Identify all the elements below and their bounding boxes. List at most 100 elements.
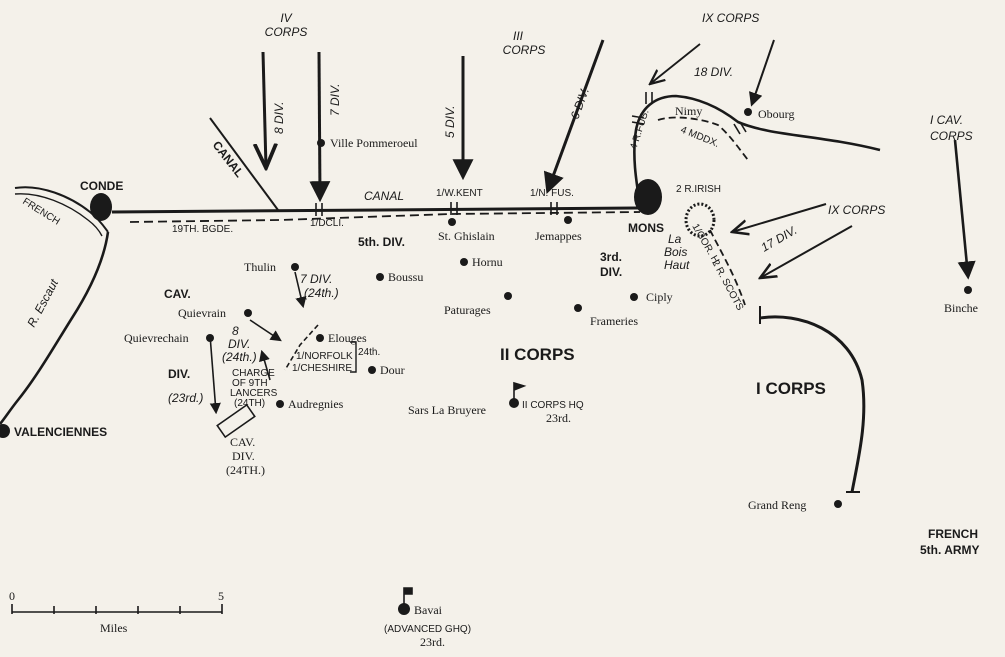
arrow-ix-right xyxy=(732,203,827,232)
label-r-escaut: R. Escaut xyxy=(24,276,61,329)
canal-west xyxy=(209,117,279,211)
label-nimy: Nimy xyxy=(675,104,702,118)
scale-zero: 0 xyxy=(9,589,15,603)
label-8div-24-a: 8 xyxy=(232,324,239,338)
label-div17: 17 DIV. xyxy=(759,223,800,255)
label-obourg: Obourg xyxy=(758,107,794,121)
label-ii-corps: II CORPS xyxy=(500,345,575,364)
label-bavai: Bavai xyxy=(414,603,443,617)
dot-paturages xyxy=(504,292,512,300)
arrow-8div-24 xyxy=(249,319,282,342)
label-charge-c: LANCERS xyxy=(230,388,278,399)
label-iv-word: CORPS xyxy=(265,25,308,39)
conde-marker xyxy=(90,193,112,221)
arrow-6-div xyxy=(543,39,605,194)
label-french-army-a: FRENCH xyxy=(928,527,978,541)
dot-quievrechain xyxy=(206,334,214,342)
label-div8: 8 DIV. xyxy=(272,102,286,134)
label-ville-pommeroeul: Ville Pommeroeul xyxy=(330,136,418,150)
label-div18: 18 DIV. xyxy=(694,65,733,79)
label-cav-box-b: DIV. xyxy=(232,449,255,463)
french-border-line xyxy=(14,186,109,233)
label-sars: Sars La Bruyere xyxy=(408,403,486,417)
dot-valenciennes xyxy=(0,424,10,438)
mons-marker xyxy=(634,179,662,215)
scale-label: Miles xyxy=(100,621,128,635)
label-conde: CONDE xyxy=(80,179,123,193)
label-charge-b: OF 9TH xyxy=(232,378,268,389)
label-i-cav-a: I CAV. xyxy=(930,113,963,127)
french-border-line-2 xyxy=(14,193,103,237)
dot-jemappes xyxy=(564,216,572,224)
label-audregnies: Audregnies xyxy=(288,397,344,411)
label-valenciennes: VALENCIENNES xyxy=(14,425,107,439)
label-st-ghislain: St. Ghislain xyxy=(438,229,495,243)
label-dour: Dour xyxy=(380,363,405,377)
front-line xyxy=(129,211,641,223)
cav-div-box xyxy=(216,403,256,439)
label-ghq-date: 23rd. xyxy=(420,635,445,649)
canal-crossings xyxy=(315,92,747,216)
label-7div-24-a: 7 DIV. xyxy=(300,272,332,286)
label-ii-corps-hq: II CORPS HQ xyxy=(522,400,584,411)
label-paturages: Paturages xyxy=(444,303,491,317)
label-bois-la: La xyxy=(668,232,682,246)
label-grand-reng: Grand Reng xyxy=(748,498,806,512)
german-arrows xyxy=(209,39,976,415)
scale-five: 5 xyxy=(218,589,224,603)
label-cav-box-c: (24TH.) xyxy=(226,463,265,477)
arrow-cav-div xyxy=(209,334,221,415)
bois-la-haut xyxy=(684,202,716,238)
dot-st-ghislain xyxy=(448,218,456,226)
label-hornu: Hornu xyxy=(472,255,503,269)
label-3rd-div-a: 3rd. xyxy=(600,250,622,264)
flag-ghq xyxy=(403,587,413,606)
flag-ii-corps-hq xyxy=(513,381,527,400)
dot-dour xyxy=(368,366,376,374)
canal-main xyxy=(111,206,641,214)
label-23rd-left: (23rd.) xyxy=(168,391,203,405)
dot-audregnies xyxy=(276,400,284,408)
label-ciply: Ciply xyxy=(646,290,673,304)
label-ii-hq-date: 23rd. xyxy=(546,411,571,425)
label-bois-bois: Bois xyxy=(664,245,687,259)
label-div-left: DIV. xyxy=(168,367,190,381)
label-thulin: Thulin xyxy=(244,260,276,274)
label-boussu: Boussu xyxy=(388,270,423,284)
river-escaut xyxy=(0,231,110,425)
mons-salient xyxy=(633,94,881,206)
i-corps-line xyxy=(759,315,866,493)
arrow-7div-24 xyxy=(294,271,307,309)
dot-frameries xyxy=(574,304,582,312)
label-quievrechain: Quievrechain xyxy=(124,331,189,345)
label-ix-top: IX CORPS xyxy=(702,11,759,25)
label-nfus: 1/N. FUS. xyxy=(530,188,574,199)
label-jemappes: Jemappes xyxy=(535,229,582,243)
label-mddx: 4 MDDX. xyxy=(679,125,721,150)
label-dcli: 1/DCLI. xyxy=(310,218,344,229)
label-norfolk: 1/NORFOLK xyxy=(296,351,353,362)
label-charge-d: (24TH) xyxy=(234,398,265,409)
dot-ciply xyxy=(630,293,638,301)
label-8div-24-b: DIV. xyxy=(228,337,250,351)
label-canal-main: CANAL xyxy=(364,189,404,203)
arrow-i-cav xyxy=(953,139,976,280)
front-line-east xyxy=(709,229,746,306)
label-cav-box-a: CAV. xyxy=(230,435,255,449)
label-rscots: 2 R. SCOTS xyxy=(709,258,745,313)
label-cheshire: 1/CHESHIRE xyxy=(292,363,352,374)
dot-thulin xyxy=(291,263,299,271)
dot-grand-reng xyxy=(834,500,842,508)
dot-boussu xyxy=(376,273,384,281)
label-3rd-div-b: DIV. xyxy=(600,265,622,279)
town-dots xyxy=(0,108,972,615)
label-rfus: 4 R.FUS. xyxy=(628,108,651,151)
arrow-7-div xyxy=(309,51,331,203)
dot-obourg xyxy=(744,108,752,116)
label-norfolk-date: 24th. xyxy=(358,347,380,358)
label-iii-num: III xyxy=(513,29,524,43)
label-wkent: 1/W.KENT xyxy=(436,188,483,199)
label-iv-num: IV xyxy=(280,11,292,25)
dot-ville-pommeroeul xyxy=(317,139,325,147)
